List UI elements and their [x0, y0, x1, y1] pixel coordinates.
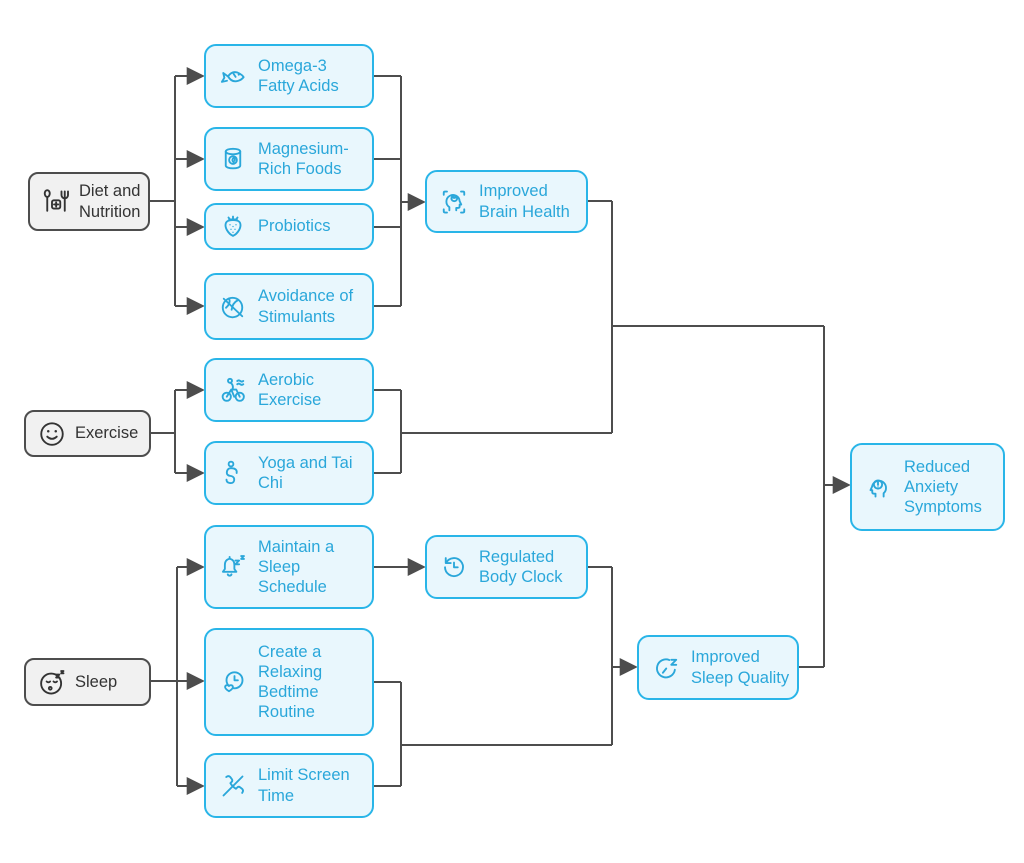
node-maintain-a-sleep-schedule: Maintain a Sleep Schedule — [204, 525, 374, 609]
node-improved-sleep-quality: Improved Sleep Quality — [637, 635, 799, 700]
node-sleep: Sleep — [24, 658, 151, 706]
sleep-clock-z-icon — [656, 657, 678, 678]
node-label: Yoga and Tai Chi — [258, 453, 353, 492]
node-label: Magnesium-Rich Foods — [258, 139, 349, 178]
node-aerobic-exercise: Aerobic Exercise — [204, 358, 374, 422]
node-label: Improved Sleep Quality — [691, 648, 790, 687]
node-magnesium-rich-foods: Magnesium-Rich Foods — [204, 127, 374, 191]
canned-food-icon — [224, 147, 242, 170]
brain-head-icon — [442, 190, 466, 213]
node-reduced-anxiety-symptoms: Reduced Anxiety Symptoms — [850, 443, 1005, 531]
history-clock-icon — [444, 557, 464, 578]
node-label: Maintain a Sleep Schedule — [258, 537, 335, 597]
strawberry-icon — [224, 215, 242, 237]
sleepy-face-icon — [40, 670, 65, 695]
node-create-a-relaxing-bedtime-routine: Create a Relaxing Bedtime Routine — [204, 628, 374, 736]
node-diet-and-nutrition: Diet and Nutrition — [28, 172, 150, 231]
node-improved-brain-health: Improved Brain Health — [425, 170, 588, 233]
node-yoga-and-tai-chi: Yoga and Tai Chi — [204, 441, 374, 505]
node-label: Avoidance of Stimulants — [258, 287, 354, 326]
node-label: Create a Relaxing Bedtime Routine — [258, 642, 323, 722]
node-label: Regulated Body Clock — [479, 547, 563, 586]
alarm-bell-snooze-icon — [221, 555, 245, 577]
node-label: Improved Brain Health — [479, 182, 570, 221]
node-exercise: Exercise — [24, 410, 151, 457]
cyclist-icon — [221, 377, 245, 402]
no-stimulants-icon — [221, 296, 244, 318]
yoga-pose-icon — [225, 460, 238, 485]
node-omega-3-fatty-acids: Omega-3 Fatty Acids — [204, 44, 374, 108]
node-probiotics: Probiotics — [204, 203, 374, 250]
node-label: Limit Screen Time — [258, 766, 350, 805]
anxious-head-icon — [869, 479, 887, 498]
node-label: Probiotics — [258, 217, 331, 236]
nutrition-icon — [43, 188, 69, 212]
no-phone-icon — [222, 774, 244, 796]
node-label: Sleep — [75, 672, 118, 691]
node-label: Exercise — [75, 424, 139, 443]
node-label: Omega-3 Fatty Acids — [258, 56, 339, 95]
fish-icon — [220, 71, 245, 83]
node-limit-screen-time: Limit Screen Time — [204, 753, 374, 818]
node-label: Diet and Nutrition — [79, 182, 141, 221]
node-avoidance-of-stimulants: Avoidance of Stimulants — [204, 273, 374, 340]
node-regulated-body-clock: Regulated Body Clock — [425, 535, 588, 599]
smiley-icon — [40, 421, 64, 446]
node-label: Reduced Anxiety Symptoms — [904, 457, 982, 517]
bedtime-clock-heart-icon — [224, 671, 244, 693]
node-label: Aerobic Exercise — [258, 370, 322, 409]
